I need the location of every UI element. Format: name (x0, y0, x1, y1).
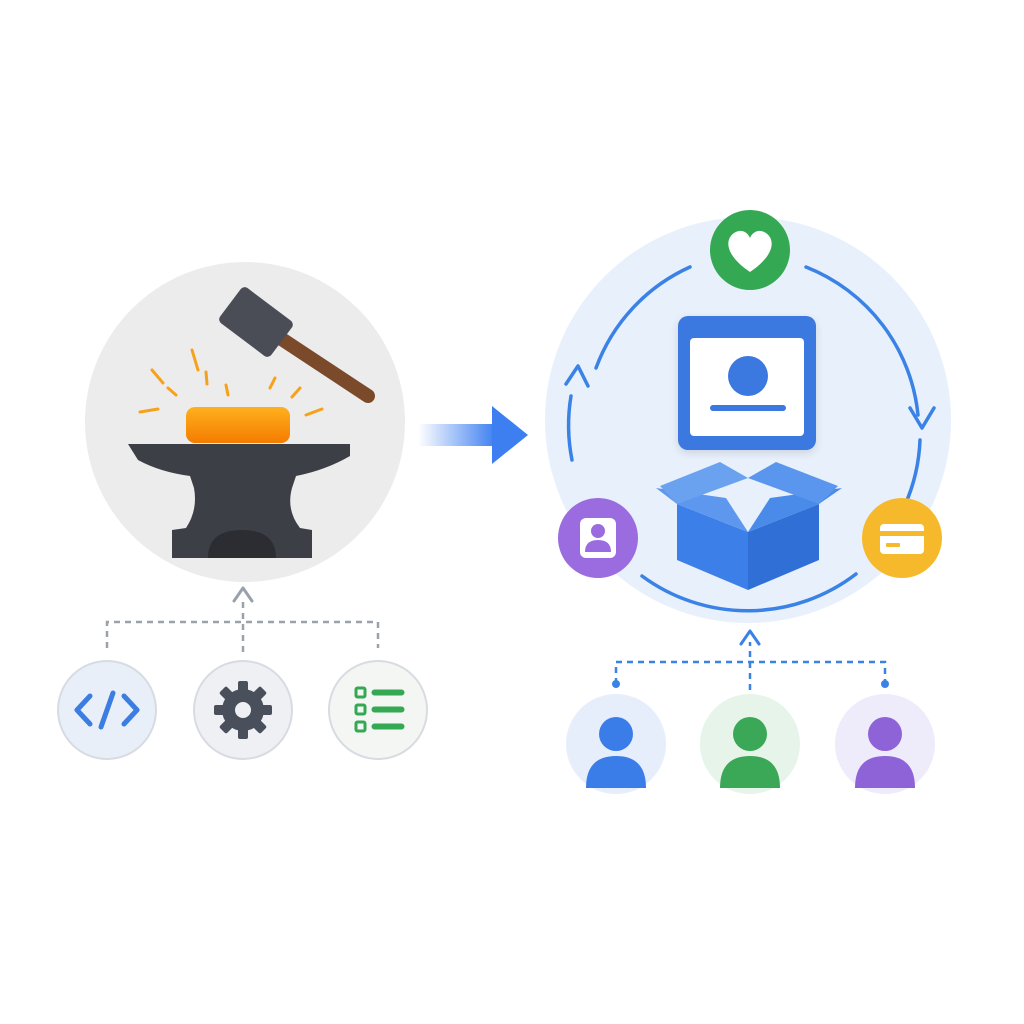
hammer-head (219, 287, 293, 357)
gear-icon (214, 681, 272, 739)
forge-input-connectors (105, 600, 380, 652)
open-box-icon (656, 462, 842, 590)
user-icon (580, 518, 616, 558)
user-blue (566, 694, 666, 794)
forge-input-code (57, 660, 157, 760)
user-connector-arrowhead (739, 629, 761, 646)
user-green (700, 694, 800, 794)
box-flap-back-right (748, 462, 838, 504)
box-flap-back-left (660, 462, 748, 504)
hot-metal-bar (186, 407, 290, 443)
forge-input-checklist (328, 660, 428, 760)
user-icon (586, 717, 646, 788)
user-icon (855, 717, 915, 788)
code-brackets-icon (74, 690, 140, 730)
user-icon (720, 717, 780, 788)
user-purple (835, 694, 935, 794)
forge-group (57, 262, 428, 760)
connector-dot-right (881, 680, 889, 688)
flow-arrow-head (492, 406, 528, 464)
ring-arrowhead-right (908, 406, 936, 430)
anvil-base-shade (208, 530, 276, 558)
user-connectors (614, 642, 887, 690)
box-front-right (748, 504, 819, 590)
satellite-credit-card (862, 498, 942, 578)
box-front-left (677, 504, 748, 590)
connector-dot-left (612, 680, 620, 688)
satellite-heart (710, 210, 790, 290)
satellite-user (558, 498, 638, 578)
forge-input-arrowhead (232, 586, 254, 603)
arrow-right-icon (418, 406, 528, 464)
sparks (138, 348, 324, 417)
flow-arrow-shaft (418, 424, 496, 446)
anvil (128, 444, 350, 558)
product-cycle-group (545, 210, 951, 794)
forge-input-gear (193, 660, 293, 760)
heart-icon (728, 230, 772, 272)
hammer-anvil-icon (128, 287, 375, 558)
profile-card-icon (678, 316, 816, 450)
checklist-icon (354, 686, 405, 733)
credit-card-icon (880, 524, 924, 554)
ring-arrowhead-left (564, 364, 590, 388)
